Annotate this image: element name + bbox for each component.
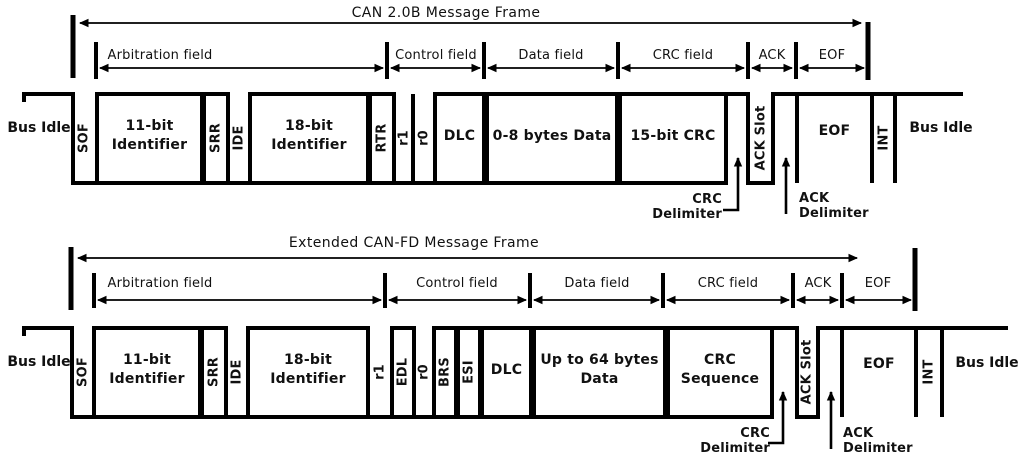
top-frame-span-bars	[70, 15, 871, 80]
top-field-bars	[94, 42, 798, 79]
bottom-frame-span-bars	[68, 247, 918, 311]
top-crc-delimiter-label: CRC Delimiter	[652, 192, 722, 222]
top-segment-label-r1: r1	[396, 130, 412, 146]
top-box-srr	[202, 92, 230, 185]
bottom-field-label-arbitration: Arbitration field	[107, 276, 213, 291]
bottom-crc-delimiter-label: CRC Delimiter	[700, 426, 770, 456]
top-segment-label-11bit-identifier: 11-bit Identifier	[111, 118, 188, 153]
bottom-segment-label-dlc: DLC	[490, 362, 523, 378]
top-segment-label-18bit-identifier: 18-bit Identifier	[271, 118, 347, 153]
bottom-field-label-data: Data field	[564, 276, 630, 291]
bottom-field-boxes	[92, 326, 774, 419]
bottom-segment-label-srr: SRR	[206, 357, 222, 387]
top-segment-label-crc: 15-bit CRC	[630, 128, 716, 144]
bottom-box-18bit-identifier	[246, 326, 370, 419]
bottom-segment-label-data: Up to 64 bytes Data	[540, 352, 659, 387]
bottom-segment-label-eof: EOF	[863, 356, 895, 372]
bottom-ack-delimiter-label: ACK Delimiter	[843, 426, 913, 456]
top-field-label-data: Data field	[518, 48, 584, 63]
bottom-box-edl	[390, 326, 416, 419]
bottom-field-label-control: Control field	[416, 276, 498, 291]
top-box-18bit-identifier	[248, 92, 370, 185]
top-bus-idle-right-label: Bus Idle	[909, 120, 973, 136]
top-field-label-arbitration: Arbitration field	[107, 48, 213, 63]
top-box-rtr	[368, 92, 396, 185]
bottom-field-label-crc: CRC field	[697, 276, 759, 291]
bottom-field-label-ack: ACK	[804, 276, 832, 291]
bottom-segment-label-sof: SOF	[75, 357, 91, 387]
bottom-segment-label-int: INT	[921, 359, 937, 385]
top-field-boxes	[95, 92, 728, 185]
bottom-crc-delimiter-arrow	[768, 391, 788, 445]
bottom-box-crc-sequence	[666, 326, 774, 419]
top-ack-delimiter-label: ACK Delimiter	[799, 191, 869, 221]
bottom-box-srr	[200, 326, 228, 419]
bottom-box-data	[532, 326, 667, 419]
bottom-segment-label-ide: IDE	[229, 359, 245, 385]
bottom-field-label-eof: EOF	[864, 276, 892, 291]
bottom-segment-label-ack-slot: ACK Slot	[799, 339, 815, 405]
bottom-frame-title: Extended CAN-FD Message Frame	[288, 235, 540, 251]
bottom-segment-label-r0: r0	[416, 364, 432, 380]
top-segment-label-dlc: DLC	[443, 128, 476, 144]
bottom-segment-label-r1: r1	[372, 364, 388, 380]
top-segment-label-rtr: RTR	[374, 123, 390, 153]
bottom-segment-label-18bit-identifier: 18-bit Identifier	[270, 352, 346, 387]
bottom-bus-idle-right-label: Bus Idle	[955, 355, 1019, 371]
bottom-box-dlc	[480, 326, 533, 419]
top-bit-dividers	[411, 94, 897, 183]
bottom-segment-label-edl: EDL	[395, 357, 411, 387]
bottom-bus-idle-left-label: Bus Idle	[7, 354, 71, 370]
top-box-dlc	[433, 92, 486, 185]
top-box-data	[485, 92, 619, 185]
top-waveform	[22, 15, 963, 214]
bottom-waveform	[22, 247, 1008, 449]
top-segment-label-r0: r0	[416, 130, 432, 146]
top-segment-label-ide: IDE	[231, 125, 247, 151]
top-segment-label-ack-slot: ACK Slot	[753, 105, 769, 171]
bottom-bit-dividers	[840, 328, 944, 417]
top-field-label-ack: ACK	[758, 48, 786, 63]
top-box-crc	[618, 92, 728, 185]
top-box-11bit-identifier	[95, 92, 204, 185]
top-crc-delimiter-arrow	[723, 157, 743, 212]
top-segment-label-eof: EOF	[818, 123, 851, 139]
top-segment-label-srr: SRR	[208, 123, 224, 153]
top-field-label-crc: CRC field	[652, 48, 714, 63]
top-segment-label-sof: SOF	[76, 123, 92, 153]
top-segment-label-data: 0-8 bytes Data	[492, 128, 612, 144]
top-bus-idle-left-label: Bus Idle	[7, 120, 71, 136]
top-field-label-eof: EOF	[818, 48, 846, 63]
top-frame-title: CAN 2.0B Message Frame	[351, 5, 541, 21]
top-field-label-control: Control field	[395, 48, 477, 63]
top-segment-label-int: INT	[876, 125, 892, 151]
bottom-box-11bit-identifier	[92, 326, 202, 419]
bottom-segment-label-11bit-identifier: 11-bit Identifier	[109, 352, 185, 387]
bottom-field-bars	[92, 273, 844, 308]
bottom-segment-label-crc-sequence: CRC Sequence	[680, 352, 760, 387]
bottom-segment-label-brs: BRS	[437, 357, 453, 387]
bottom-segment-label-esi: ESI	[461, 360, 477, 384]
